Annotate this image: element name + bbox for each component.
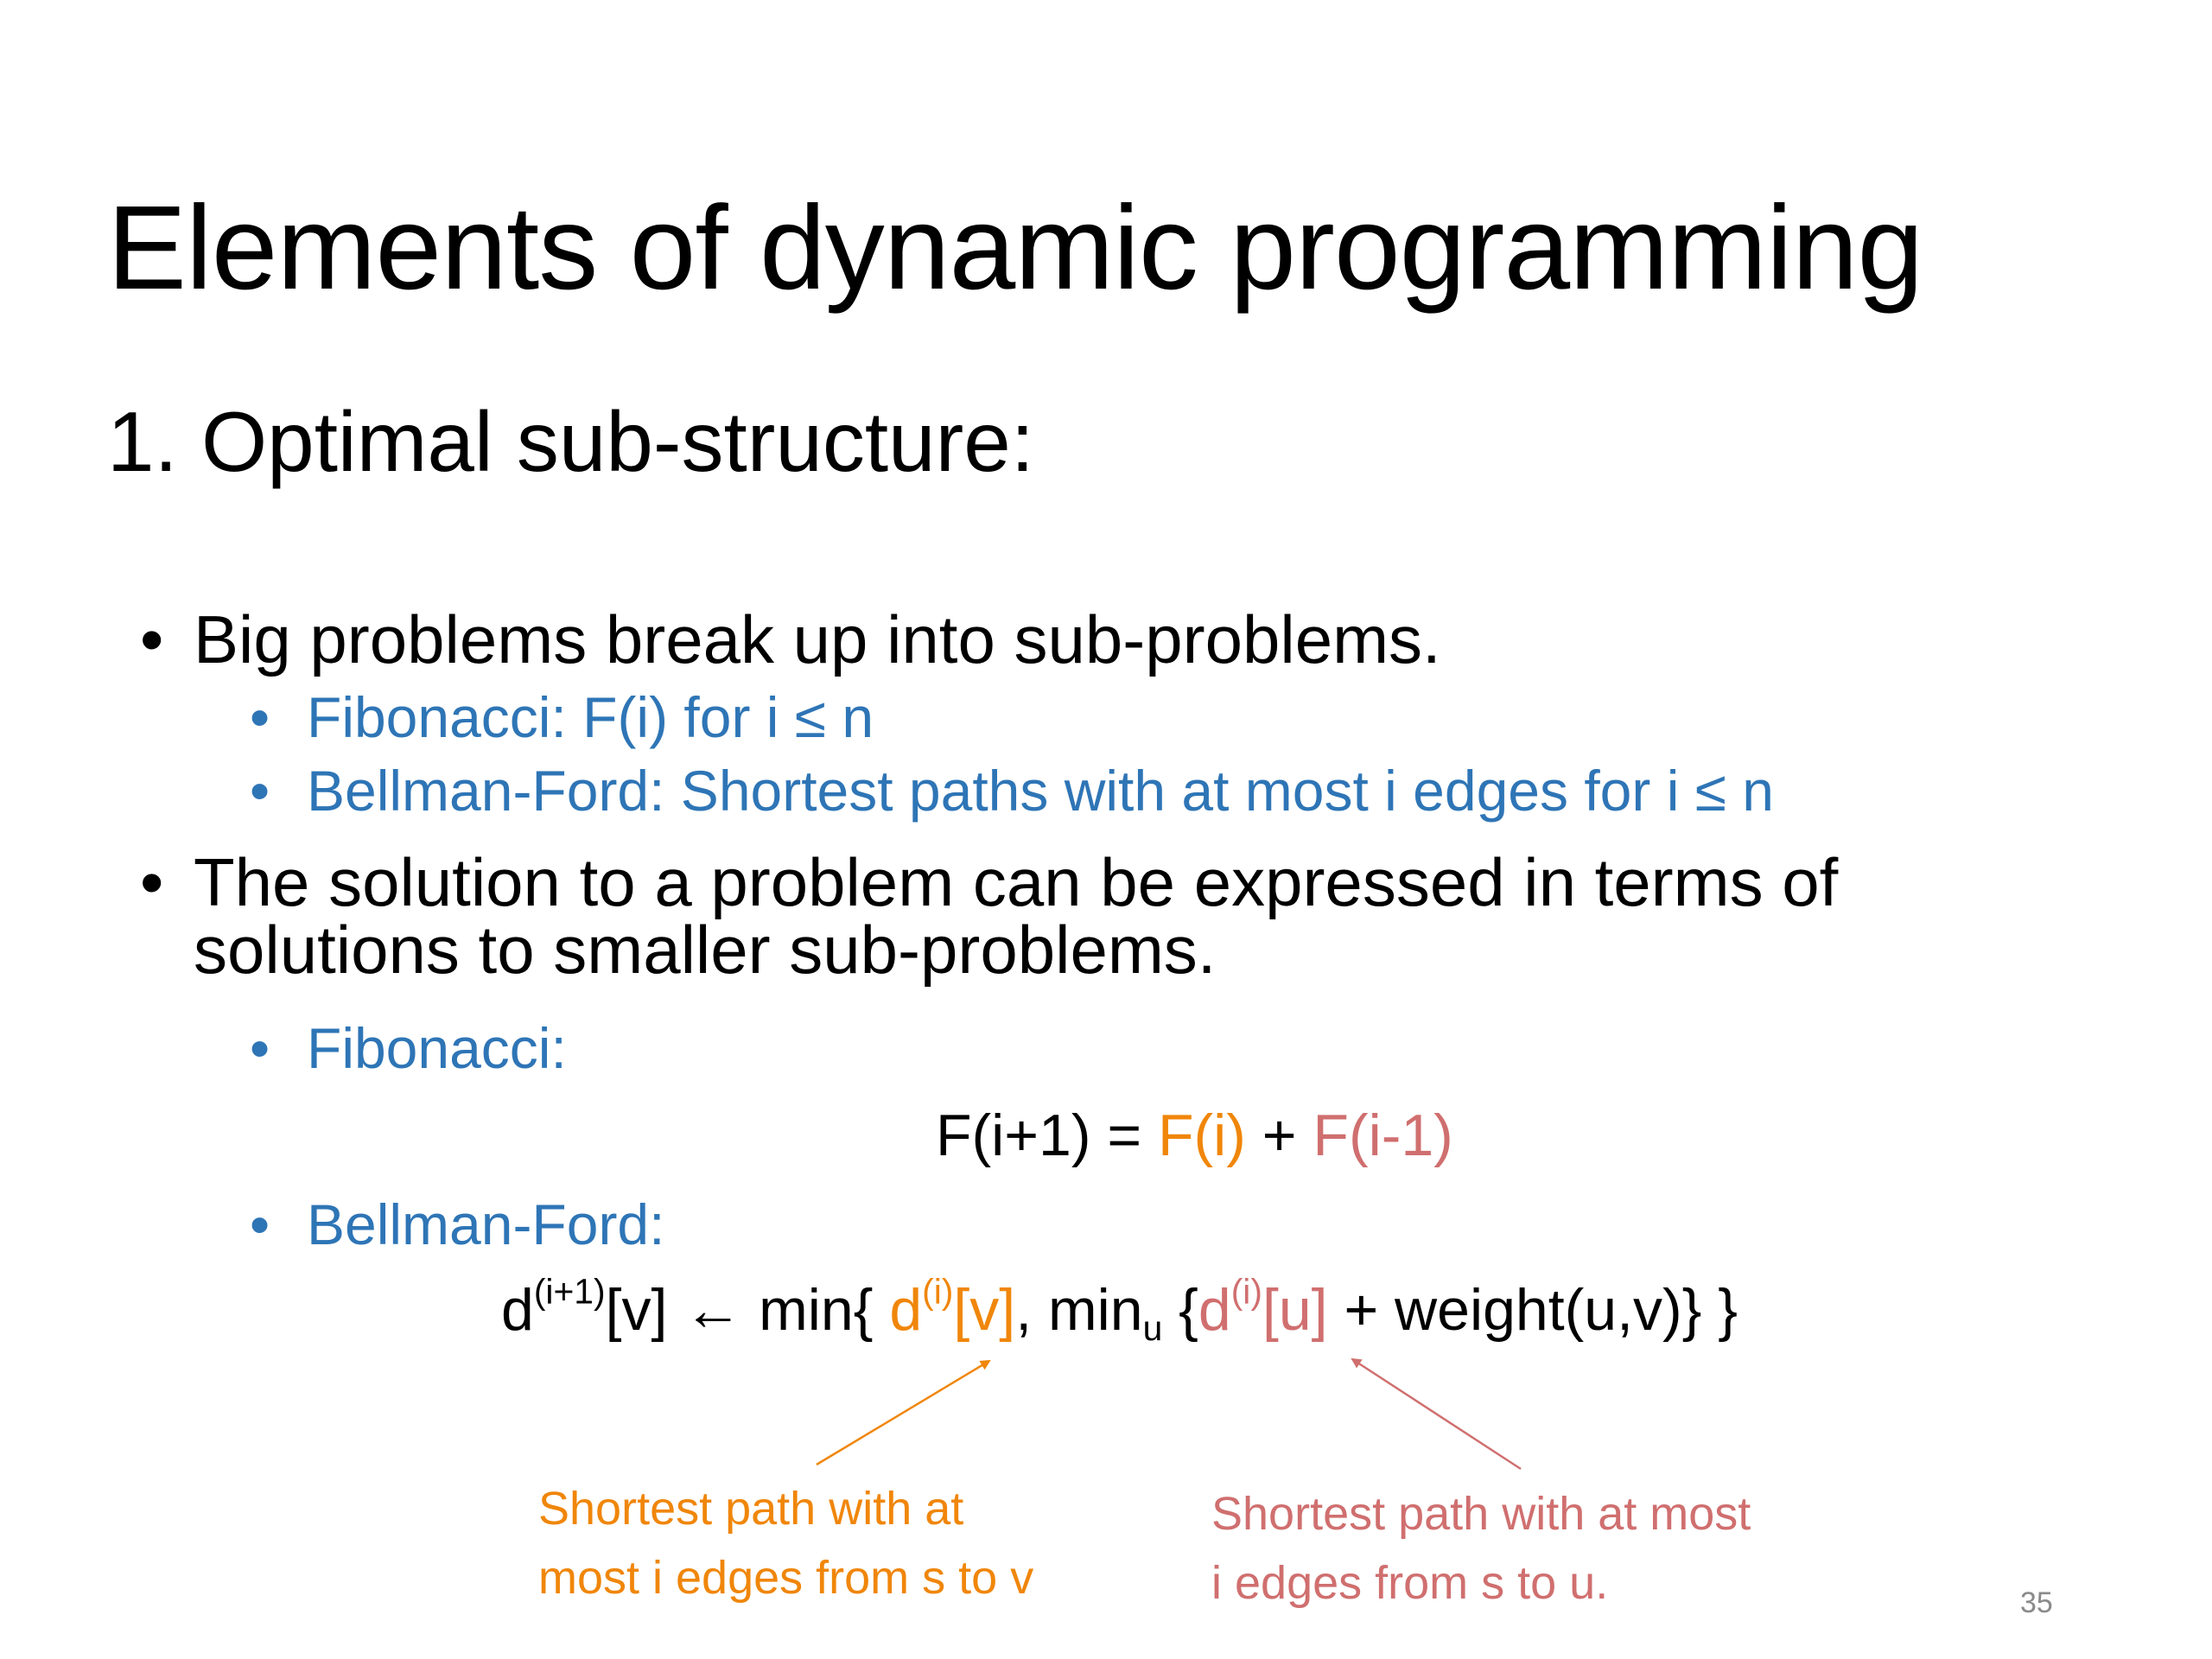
section-heading: 1. Optimal sub-structure: [107, 394, 1034, 489]
bf-term-d-i-v: d(i)[v] [889, 1274, 1016, 1343]
sub-bullet-marker: • [250, 1016, 270, 1080]
fib-term-f-i: F(i) [1157, 1103, 1246, 1168]
bullet-big-problems: • Big problems break up into sub-problem… [140, 605, 1441, 674]
bullet-text: Big problems break up into sub-problems. [194, 601, 1441, 677]
sub-bullet-text: Bellman-Ford: [307, 1192, 665, 1256]
annotation-left-line-2: most i edges from s to v [538, 1552, 1034, 1604]
annotation-right-line-1: Shortest path with at most [1211, 1488, 1751, 1540]
bellman-ford-equation: d(i+1)[v] ← min{ d(i)[v], minu {d(i)[u] … [501, 1274, 1738, 1346]
bullet-solution-expressed: • The solution to a problem can be expre… [140, 844, 1839, 988]
bullet-text-line-1: The solution to a problem can be express… [194, 844, 1839, 920]
sub-bullet-text: Bellman-Ford: Shortest paths with at mos… [307, 759, 1774, 823]
bf-term-index: [u] [1262, 1277, 1328, 1343]
fib-plus: + [1245, 1103, 1313, 1168]
sub-bullet-text: Fibonacci: [307, 1016, 567, 1080]
sub-bullet-bellman-ford-range: • Bellman-Ford: Shortest paths with at m… [250, 759, 1774, 823]
slide-title: Elements of dynamic programming [107, 181, 1923, 315]
sub-bullet-fibonacci: • Fibonacci: [250, 1016, 567, 1080]
bf-term-superscript: (i) [922, 1271, 954, 1312]
page-number: 35 [2020, 1586, 2053, 1619]
annotation-right-line-2: i edges from s to u. [1211, 1557, 1609, 1609]
sub-bullet-fibonacci-range: • Fibonacci: F(i) for i ≤ n [250, 685, 874, 749]
sub-bullet-text: Fibonacci: F(i) for i ≤ n [307, 685, 874, 749]
annotation-right: Shortest path with at most i edges from … [1211, 1479, 1751, 1618]
bf-term-d: d [889, 1277, 923, 1343]
bf-term-d: d [1198, 1277, 1231, 1343]
bf-lhs-rest: [v] ← min{ [605, 1277, 890, 1343]
bf-tail: + weight(u,v)} } [1327, 1277, 1738, 1343]
bf-term-index: [v] [953, 1277, 1016, 1343]
bullet-text-line-2: solutions to smaller sub-problems. [194, 912, 1217, 988]
fib-lhs: F(i+1) = [936, 1103, 1158, 1168]
sub-bullet-bellman-ford: • Bellman-Ford: [250, 1192, 665, 1256]
arrow-right [1351, 1357, 1522, 1471]
bf-brace: { [1162, 1277, 1198, 1343]
bf-subscript-u: u [1142, 1308, 1163, 1349]
bf-comma-min: , min [1015, 1277, 1143, 1343]
sub-bullet-marker: • [250, 1192, 270, 1256]
arrow-left [816, 1359, 991, 1466]
sub-bullet-marker: • [250, 759, 270, 823]
annotation-left: Shortest path with at most i edges from … [538, 1474, 1033, 1612]
bf-term-d-i-u: d(i)[u] [1198, 1274, 1328, 1343]
bullet-marker: • [140, 844, 164, 920]
fib-term-f-i-minus-1: F(i-1) [1313, 1103, 1453, 1168]
bf-superscript-i-plus-1: (i+1) [533, 1271, 606, 1312]
bf-term-superscript: (i) [1230, 1271, 1262, 1312]
bf-d: d [501, 1277, 534, 1343]
annotation-left-line-1: Shortest path with at [538, 1483, 964, 1535]
sub-bullet-marker: • [250, 685, 270, 749]
bullet-marker: • [140, 601, 164, 677]
fibonacci-equation: F(i+1) = F(i) + F(i-1) [936, 1104, 1453, 1166]
